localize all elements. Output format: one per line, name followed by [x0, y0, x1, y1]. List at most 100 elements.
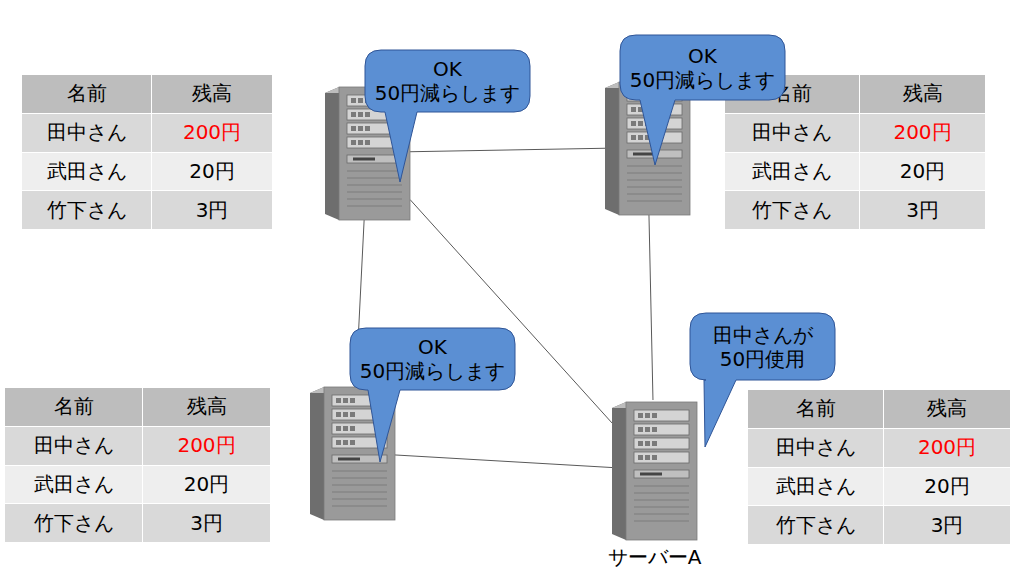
table-cell: 200円 — [884, 429, 1010, 468]
bubble-text: 田中さんが 50円使用 — [690, 323, 835, 371]
table-cell: 竹下さん — [22, 191, 152, 230]
drive-slot — [358, 126, 363, 131]
drive-slot — [351, 126, 356, 131]
drive-slot — [652, 455, 657, 460]
drive-slot — [638, 427, 643, 432]
drive-slot — [645, 413, 650, 418]
server-vent — [634, 485, 689, 486]
server-side — [605, 82, 619, 215]
table-cell: 残高 — [143, 388, 270, 427]
speech-bubble: OK 50円減らします — [350, 328, 515, 390]
balance-table: 名前残高田中さん200円武田さん20円竹下さん3円 — [748, 390, 1010, 545]
drive-slot — [343, 412, 348, 417]
table-cell: 残高 — [860, 75, 985, 114]
server-vent — [634, 506, 689, 507]
server-vent — [627, 200, 682, 201]
server-front — [626, 402, 697, 540]
table-cell: 3円 — [152, 191, 272, 230]
network-link — [395, 455, 612, 468]
server-slot-line — [353, 158, 375, 161]
drive-slot — [358, 98, 363, 103]
table-cell: 武田さん — [22, 153, 152, 192]
drive-slot — [365, 126, 370, 131]
drive-slot — [631, 121, 636, 126]
bubble-outline — [690, 313, 835, 447]
server-vent — [627, 193, 682, 194]
drive-bay — [634, 410, 689, 421]
drive-slot — [343, 398, 348, 403]
table-cell: 竹下さん — [725, 191, 860, 230]
table-cell: 田中さん — [5, 427, 143, 466]
bubble-text: OK 50円減らします — [620, 44, 785, 92]
server-node: サーバーA — [612, 400, 697, 540]
drive-slot — [652, 441, 657, 446]
drive-slot — [645, 427, 650, 432]
table-cell: 20円 — [143, 466, 270, 505]
table-cell: 200円 — [143, 427, 270, 466]
server-label: サーバーA — [572, 544, 737, 571]
drive-slot — [351, 112, 356, 117]
server-slot-line — [338, 458, 360, 461]
drive-slot — [365, 112, 370, 117]
drive-slot — [631, 107, 636, 112]
drive-bay — [634, 452, 689, 463]
server-vent — [332, 505, 387, 506]
drive-slot — [652, 427, 657, 432]
drive-bay — [634, 438, 689, 449]
server-vent — [332, 484, 387, 485]
drive-bay — [634, 424, 689, 435]
server-vent — [634, 520, 689, 521]
server-vent — [634, 513, 689, 514]
table-cell: 竹下さん — [748, 506, 884, 545]
server-vent — [332, 491, 387, 492]
table-cell: 残高 — [152, 75, 272, 114]
network-link — [410, 148, 605, 151]
drive-slot — [343, 426, 348, 431]
server-vent — [347, 191, 402, 192]
balance-table: 名前残高田中さん200円武田さん20円竹下さん3円 — [5, 388, 270, 543]
server-slot-line — [633, 153, 655, 156]
speech-bubble: OK 50円減らします — [620, 35, 785, 100]
server-slot — [347, 155, 402, 163]
table-cell: 武田さん — [5, 466, 143, 505]
drive-slot — [638, 413, 643, 418]
drive-slot — [350, 412, 355, 417]
server-vent — [347, 205, 402, 206]
table-cell: 20円 — [860, 153, 985, 192]
server-vent — [627, 179, 682, 180]
drive-slot — [336, 440, 341, 445]
table-cell: 田中さん — [725, 114, 860, 153]
drive-slot — [343, 440, 348, 445]
drive-slot — [638, 441, 643, 446]
server-side — [310, 387, 324, 520]
drive-slot — [631, 135, 636, 140]
table-cell: 武田さん — [748, 468, 884, 507]
bubble-outline — [620, 35, 785, 165]
balance-table: 名前残高田中さん200円武田さん20円竹下さん3円 — [22, 75, 272, 230]
server-vent — [627, 165, 682, 166]
table-cell: 200円 — [860, 114, 985, 153]
server-vent — [332, 477, 387, 478]
drive-slot — [336, 412, 341, 417]
server-vent — [347, 198, 402, 199]
bubble-text: OK 50円減らします — [350, 335, 515, 383]
table-cell: 田中さん — [748, 429, 884, 468]
drive-slot — [358, 140, 363, 145]
drive-slot — [358, 112, 363, 117]
drive-slot — [351, 98, 356, 103]
table-cell: 竹下さん — [5, 504, 143, 543]
speech-bubble: OK 50円減らします — [365, 50, 530, 112]
server-icon — [612, 400, 697, 540]
server-vent — [627, 186, 682, 187]
server-vent — [332, 498, 387, 499]
server-side — [325, 87, 339, 220]
drive-slot — [365, 140, 370, 145]
table-cell: 名前 — [5, 388, 143, 427]
server-vent — [347, 170, 402, 171]
bubble-text: OK 50円減らします — [365, 57, 530, 105]
table-cell: 武田さん — [725, 153, 860, 192]
server-vent — [332, 470, 387, 471]
drive-slot — [638, 135, 643, 140]
server-vent — [634, 499, 689, 500]
table-cell: 田中さん — [22, 114, 152, 153]
